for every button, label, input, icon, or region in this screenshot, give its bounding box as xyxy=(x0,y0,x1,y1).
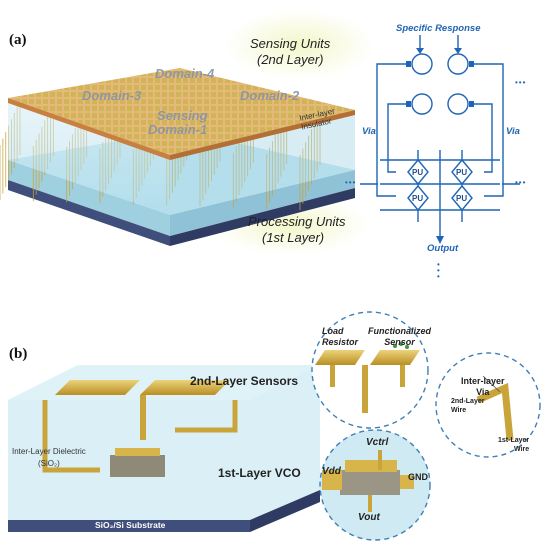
pu-block xyxy=(407,158,429,186)
sensor-circle xyxy=(447,93,469,115)
wire1-line1: 1st-Layer xyxy=(498,437,530,444)
vertical-ellipsis: • • • xyxy=(437,260,440,281)
vout-label: Vout xyxy=(358,512,380,523)
via-left-label: Via xyxy=(362,126,376,137)
pu-label: PU xyxy=(456,168,468,177)
dielectric-line2: (SiO₂) xyxy=(38,459,60,468)
via-right-label: Via xyxy=(506,126,520,137)
ellipsis-left: ••• xyxy=(345,178,357,187)
functionalized-line1: Functionalized xyxy=(368,326,431,336)
electrode xyxy=(55,380,140,395)
load-resistor-line1: Load xyxy=(322,326,344,336)
substrate-label: SiO₂/Si Substrate xyxy=(95,520,166,530)
via-wire-shape xyxy=(476,382,514,441)
sensing-units-line2: (2nd Layer) xyxy=(257,52,324,67)
load-resistor-label: Load Resistor xyxy=(322,326,358,348)
dielectric-line1: Inter-Layer Dielectric xyxy=(12,447,86,456)
domain-4-label: Domain-4 xyxy=(155,66,215,81)
functionalized-line2: Sensor xyxy=(384,337,415,347)
output-arrow xyxy=(436,236,444,244)
ellipsis-right-bottom: ••• xyxy=(515,178,527,187)
panel-a-stack xyxy=(0,10,375,255)
sensing-units-line1: Sensing Units xyxy=(250,36,331,51)
ellipsis-right-top: ••• xyxy=(515,78,527,87)
sensing-glow xyxy=(225,10,375,80)
via-line-right-2 xyxy=(474,103,493,173)
functionalized-sensor-shape xyxy=(370,350,420,365)
via-line-left-2 xyxy=(387,103,406,173)
pu-block xyxy=(451,184,473,212)
sensor-circle xyxy=(447,53,469,75)
dielectric-label: Inter-Layer Dielectric (SiO₂) xyxy=(12,446,86,470)
pu-label: PU xyxy=(412,194,424,203)
sensing-layer-edge-side xyxy=(170,110,355,160)
vco-zoom-chip xyxy=(340,470,400,495)
load-resistor-line2: Resistor xyxy=(322,337,359,347)
pu-block xyxy=(407,184,429,212)
substrate-front xyxy=(8,520,250,532)
sensor-circle xyxy=(411,53,433,75)
panel-b-label: (b) xyxy=(9,346,28,362)
via-line2: Via xyxy=(476,387,490,397)
substrate-side xyxy=(250,490,320,532)
sensing-layer-top xyxy=(8,68,355,155)
panel-b-chip xyxy=(8,365,320,532)
wire2-line2: Wire xyxy=(451,407,467,414)
panel-a-label: (a) xyxy=(9,32,27,48)
load-resistor-shape xyxy=(315,350,365,365)
vdd-label: Vdd xyxy=(322,466,341,477)
wire2-label: 2nd-Layer Wire xyxy=(451,397,484,415)
pu-label: PU xyxy=(456,194,468,203)
pu-label: PU xyxy=(412,168,424,177)
electrode xyxy=(140,380,230,395)
domain-2-label: Domain-2 xyxy=(240,88,300,103)
processing-substrate-front xyxy=(8,180,170,246)
center-wire xyxy=(140,395,146,440)
specific-response-label: Specific Response xyxy=(396,23,481,34)
output-label: Output xyxy=(427,243,459,254)
processing-units-line2: (1st Layer) xyxy=(262,230,325,245)
vctrl-label: Vctrl xyxy=(366,437,389,448)
wire1-line2: Wire xyxy=(514,446,530,453)
domain-3-label: Domain-3 xyxy=(82,88,142,103)
via-line-right-1 xyxy=(474,63,504,197)
zoom-circle-sensor xyxy=(311,311,429,429)
gnd-label: GND xyxy=(408,472,428,482)
sensing-layer-edge xyxy=(8,98,170,160)
wire2-line1: 2nd-Layer xyxy=(451,398,485,405)
domain-1-label: Domain-1 xyxy=(148,122,208,137)
processing-units-line1: Processing Units xyxy=(248,214,346,229)
via-zoom-label: Inter-layer Via xyxy=(461,376,505,398)
circuit-diagram xyxy=(360,35,520,244)
zoom-circle-via xyxy=(435,352,541,458)
via-line-left-1 xyxy=(376,63,406,197)
sensor-circle xyxy=(411,93,433,115)
sensors-label: 2nd-Layer Sensors xyxy=(190,374,299,388)
sensing-label: Sensing xyxy=(157,108,208,123)
insulator-side xyxy=(170,110,355,215)
insulator-front xyxy=(8,98,170,215)
dielectric-body xyxy=(8,365,320,520)
vco-label: 1st-Layer VCO xyxy=(218,466,301,480)
wire1-label: 1st-Layer Wire xyxy=(498,436,529,454)
pu-block xyxy=(451,158,473,186)
vco-chip xyxy=(110,455,165,477)
via-line1: Inter-layer xyxy=(461,376,505,386)
functionalized-label: Functionalized Sensor xyxy=(368,326,431,348)
processing-layer-front xyxy=(8,160,170,236)
processing-substrate-side xyxy=(170,188,355,246)
